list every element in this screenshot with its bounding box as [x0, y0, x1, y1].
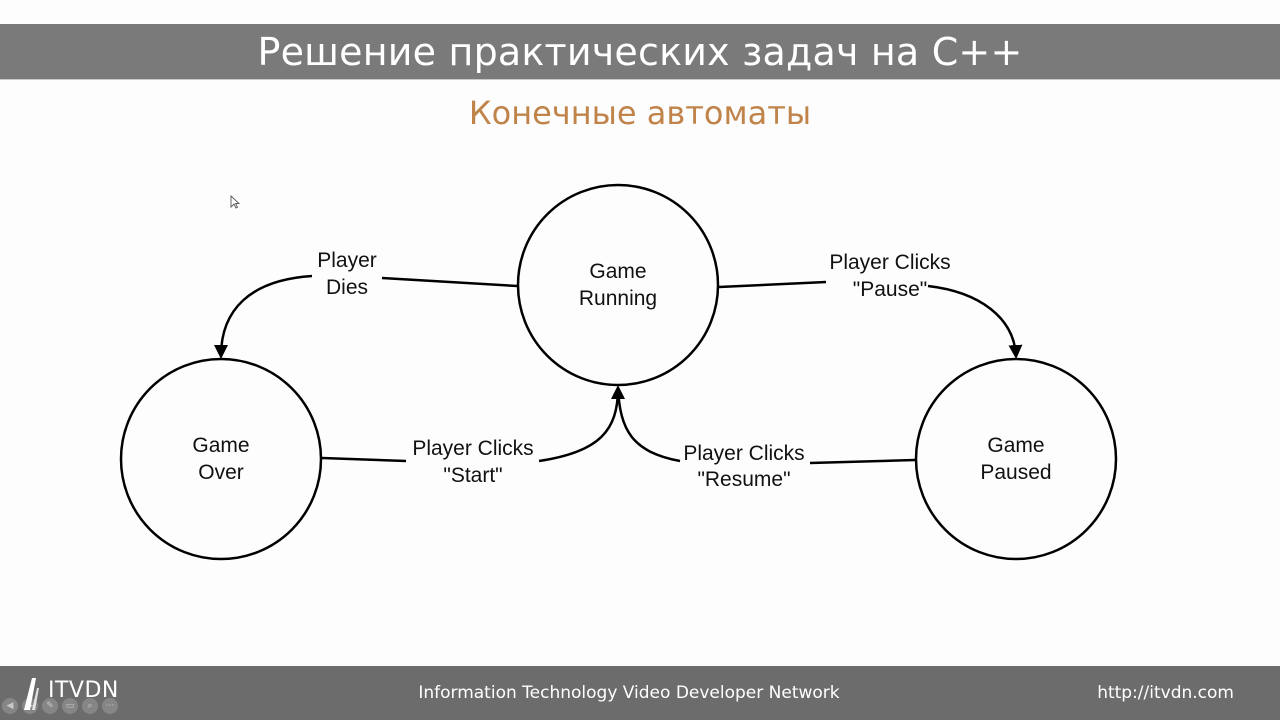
edge-resume-segment [809, 458, 916, 465]
itvdn-logo-icon [24, 678, 39, 710]
edge-pause-segment [718, 280, 827, 289]
state-over-label-1: Game [192, 434, 249, 457]
edge-start-label-2: "Start" [443, 464, 502, 487]
footer-tagline: Information Technology Video Developer N… [418, 683, 840, 703]
edge-resume-arrow [616, 387, 681, 463]
edge-pause-label-1: Player Clicks [829, 251, 950, 274]
edge-dies-label-1: Player [317, 249, 377, 272]
state-game-over [119, 357, 323, 561]
state-running-label-2: Running [579, 287, 657, 310]
edge-resume-label-2: "Resume" [697, 468, 790, 491]
previous-icon[interactable]: ◀ [2, 698, 18, 714]
edge-start-arrow [538, 385, 625, 463]
zoom-icon[interactable]: ⌕ [82, 698, 98, 714]
play-icon[interactable]: ▶ [22, 698, 38, 714]
state-game-running [516, 183, 720, 387]
edge-start-segment [321, 456, 407, 463]
slide-title: Решение практических задач на C++ [257, 30, 1023, 74]
edge-start-label-1: Player Clicks [412, 437, 533, 460]
footer-url-link[interactable]: http://itvdn.com [1097, 683, 1234, 703]
slides-icon[interactable]: ▭ [62, 698, 78, 714]
edge-resume-label-1: Player Clicks [683, 442, 804, 465]
state-over-label-2: Over [198, 461, 244, 484]
edge-pause-label-2: "Pause" [853, 278, 927, 301]
state-game-paused [914, 357, 1118, 561]
player-controls: ◀ ▶ ✎ ▭ ⌕ ⋯ [0, 698, 118, 718]
state-paused-label-1: Game [987, 434, 1044, 457]
footer-logo: ITVDN [48, 678, 119, 703]
state-paused-label-2: Paused [980, 461, 1051, 484]
state-running-label-1: Game [589, 260, 646, 283]
edge-dies-arrow [214, 274, 313, 359]
edge-pause-arrow [927, 284, 1023, 359]
edge-dies-segment [381, 276, 518, 288]
edge-dies-label-2: Dies [326, 276, 368, 299]
slide-subtitle: Конечные автоматы [468, 94, 812, 132]
pen-icon[interactable]: ✎ [42, 698, 58, 714]
mouse-cursor-icon [230, 195, 240, 209]
more-icon[interactable]: ⋯ [102, 698, 118, 714]
footer-bar: ITVDN Information Technology Video Devel… [0, 666, 1280, 720]
title-bar: Решение практических задач на C++ [0, 24, 1280, 80]
